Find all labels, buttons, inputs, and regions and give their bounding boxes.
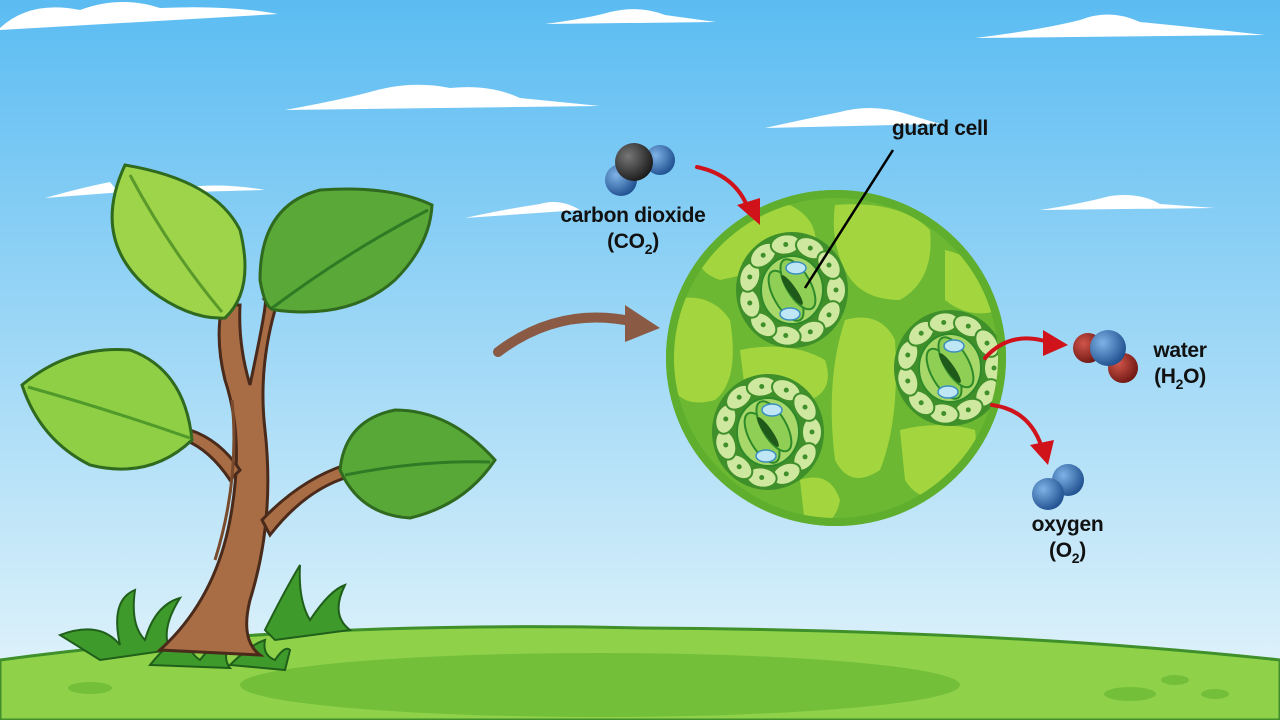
co2-in-arrow (695, 165, 750, 210)
oxygen-out-arrow (990, 403, 1044, 450)
oxygen-name: oxygen (1031, 513, 1104, 536)
carbon-dioxide-label: carbon dioxide (CO2) (548, 203, 718, 257)
water-name: water (1153, 339, 1207, 362)
stomata-complex (736, 232, 848, 348)
magnify-arrow (493, 305, 660, 357)
gas-exchange-arrows (695, 165, 1050, 450)
plant-stem (156, 298, 350, 657)
guard-cell-label: guard cell (891, 117, 989, 140)
water-label: water (H2O) (1135, 338, 1225, 392)
arrow-heads (737, 198, 1068, 465)
stomata-complex (894, 310, 1002, 426)
leaf-surface-magnified (666, 190, 1006, 526)
oxygen-molecule (1032, 464, 1084, 510)
stoma-pore (757, 417, 779, 447)
carbon-dioxide-name: carbon dioxide (560, 204, 706, 227)
stoma-pore (781, 275, 803, 305)
oxygen-formula: (O2) (1049, 539, 1086, 566)
co2-molecule (605, 143, 675, 196)
water-formula: (H2O) (1154, 365, 1206, 392)
stoma-pore (939, 353, 961, 383)
oxygen-label: oxygen (O2) (1015, 512, 1120, 566)
clouds (0, 1, 1265, 218)
ground-spots (68, 675, 1229, 701)
guard-cell-pointer (803, 149, 895, 289)
water-out-arrow (983, 336, 1050, 360)
carbon-dioxide-formula: (CO2) (607, 230, 659, 257)
ground-shade (240, 653, 960, 717)
stomata-complex (712, 374, 824, 490)
plant-leaves (20, 163, 497, 520)
water-molecule (1073, 330, 1138, 383)
